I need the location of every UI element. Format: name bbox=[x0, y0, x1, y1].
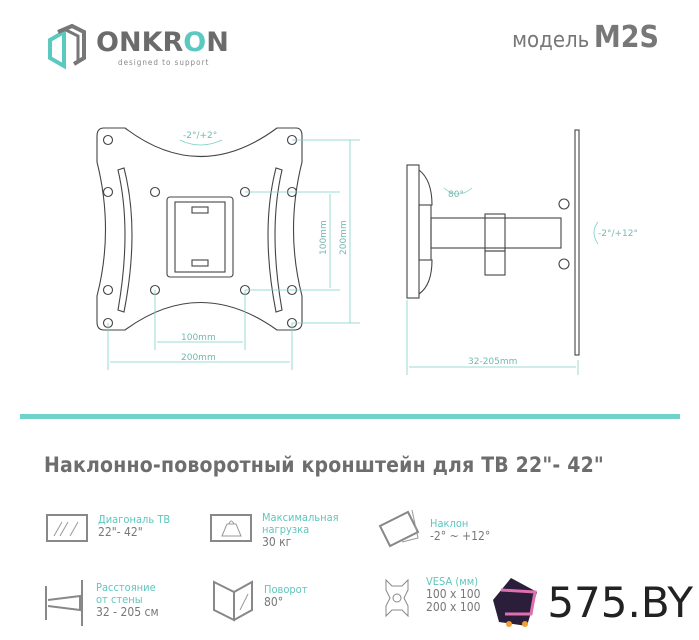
spec-value: 100 x 100 bbox=[426, 587, 481, 601]
front-dimensions bbox=[107, 139, 360, 370]
brand-letter: K bbox=[141, 27, 163, 58]
spec-value: 80° bbox=[264, 595, 284, 609]
spec-value: -2° ~ +12° bbox=[430, 529, 491, 543]
side-dimensions bbox=[406, 187, 599, 375]
brand-tagline: designed to support bbox=[118, 58, 210, 67]
watermark-575by: 575.BY bbox=[487, 572, 693, 632]
divider bbox=[20, 414, 680, 419]
spec-label: Максимальная нагрузка bbox=[262, 511, 339, 536]
vesa-h-small-label: 100mm bbox=[181, 333, 216, 343]
swivel-label: 80° bbox=[448, 190, 464, 200]
wall-distance-icon bbox=[45, 580, 83, 626]
brand-name: ONKRON bbox=[96, 27, 229, 58]
spec-label: Расстояние от стены bbox=[96, 581, 156, 606]
front-plate bbox=[96, 127, 303, 331]
model-name: M2S bbox=[593, 20, 659, 55]
spec-label: VESA (мм) bbox=[426, 575, 479, 588]
model-word: модель bbox=[512, 28, 590, 53]
technical-drawing: -2°/+2° 100mm 200mm 100mm 200mm 80° -2°/… bbox=[96, 127, 638, 375]
spec-label: Поворот bbox=[264, 583, 308, 596]
side-view bbox=[406, 129, 580, 356]
cart-logo-icon bbox=[493, 578, 538, 627]
spec-value: 30 кг bbox=[262, 535, 292, 549]
brand-letter: R bbox=[162, 27, 184, 58]
tilt-icon bbox=[378, 509, 420, 548]
vesa-v-large-label: 200mm bbox=[339, 220, 349, 255]
brand-letter: N bbox=[206, 27, 229, 58]
vesa-h-large-label: 200mm bbox=[181, 353, 216, 363]
spec-value-2: 200 x 100 bbox=[426, 600, 481, 614]
spec-label: Наклон bbox=[430, 517, 469, 530]
distance-label: 32-205mm bbox=[468, 357, 517, 367]
spec-label: Диагональ ТВ bbox=[98, 513, 171, 526]
model-label: модель M2S bbox=[512, 20, 659, 55]
spec-value: 32 - 205 см bbox=[96, 605, 159, 619]
tilt-label: -2°/+12° bbox=[598, 229, 638, 239]
brand-letter: N bbox=[118, 27, 142, 58]
max-load-icon bbox=[210, 514, 252, 542]
brand-accent-letter: O bbox=[183, 27, 207, 58]
product-title: Наклонно-поворотный кронштейн для ТВ 22"… bbox=[44, 453, 604, 477]
tv-diagonal-icon bbox=[46, 514, 88, 542]
watermark-text: 575.BY bbox=[547, 577, 693, 627]
swivel-icon bbox=[213, 580, 253, 622]
spec-tilt: Наклон-2° ~ +12° bbox=[378, 508, 490, 548]
onkron-logo-icon bbox=[48, 23, 86, 70]
rotation-label: -2°/+2° bbox=[183, 131, 217, 141]
vesa-icon bbox=[385, 578, 409, 618]
spec-value: 22"- 42" bbox=[98, 525, 143, 539]
brand-letter: O bbox=[96, 27, 119, 58]
vesa-v-small-label: 100mm bbox=[319, 220, 329, 255]
